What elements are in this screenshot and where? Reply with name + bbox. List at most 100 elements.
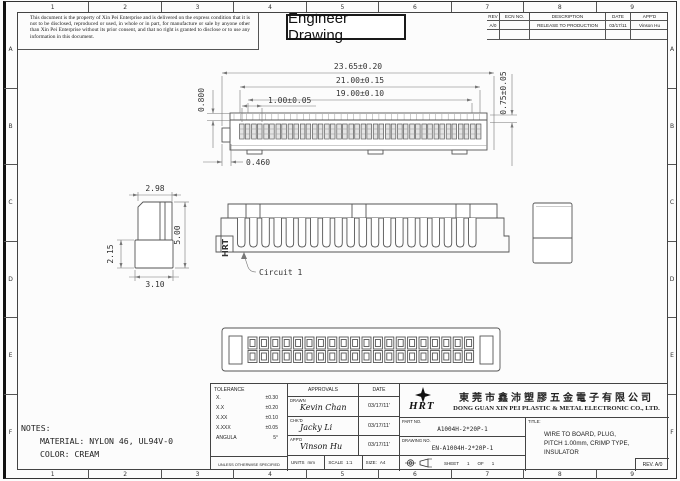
bottom-view-pad — [407, 336, 418, 350]
tolerance-row: ANGULA 5° — [211, 433, 287, 443]
tolerance-row: X.XX±0.10 — [211, 413, 287, 423]
tol-value: ±0.10 — [265, 415, 278, 421]
dimension-0-460: 0.460 — [203, 144, 270, 167]
dimension-5-00: 5.00 — [173, 201, 189, 269]
tolerance-row: X.±0.30 — [211, 393, 287, 403]
empty-cell — [605, 30, 630, 40]
grid-col-label-8: 8 — [523, 2, 595, 12]
dim-right-height-label: 0.75±0.05 — [499, 71, 508, 115]
approval-role: APP'D — [290, 437, 303, 443]
front-view-tooth — [346, 218, 355, 248]
top-view-contact — [451, 123, 457, 140]
arrowhead — [467, 98, 472, 102]
bottom-view-pad — [395, 336, 406, 350]
arrowhead — [211, 120, 215, 126]
top-view-contact — [251, 123, 257, 140]
bottom-view-pad-inner — [260, 352, 267, 361]
top-view-contact — [354, 123, 360, 140]
bottom-view-pad-inner — [352, 339, 359, 347]
top-view-contact — [433, 123, 440, 140]
front-view-tooth — [322, 218, 331, 248]
size-cell: SIZE:A4 — [361, 455, 399, 470]
bottom-view-pad-inner — [420, 352, 427, 361]
top-view-contact — [403, 123, 409, 140]
drawing-no-value: EN-A1004H-2*20P-1 — [431, 445, 494, 452]
bottom-view-pad-inner — [466, 352, 473, 361]
bottom-view-pad — [315, 350, 326, 363]
sheet-of-label: OF — [477, 460, 484, 466]
bottom-view-pad — [281, 350, 292, 363]
bottom-view-pad-inner — [272, 352, 279, 361]
top-view-contact — [281, 123, 287, 140]
title-label: TITLE: — [528, 419, 541, 424]
side-view-upper-body — [137, 201, 173, 241]
arrowhead — [248, 98, 253, 102]
company-logo: HRT — [406, 384, 444, 417]
grid-col-label-4: 4 — [233, 2, 305, 12]
front-view-tooth — [370, 218, 380, 248]
company-names: 東莞市鑫沛塑膠五金電子有限公司 DONG GUAN XIN PEI PLASTI… — [444, 389, 669, 412]
arrowhead — [135, 275, 140, 279]
top-view-contact — [305, 123, 312, 140]
revision-table-header: REV ECN NO. DESCRIPTION DATE APP'D — [487, 12, 668, 21]
projection-frustum-icon — [419, 458, 432, 468]
bottom-view-pad-inner — [374, 339, 381, 347]
grid-row-label-C: C — [4, 164, 17, 241]
grid-row-label-F: F — [668, 393, 676, 471]
bottom-view-pad — [464, 336, 475, 350]
tolerance-row: X.X±0.20 — [211, 403, 287, 413]
top-view-contact — [244, 123, 251, 140]
front-view-tooth — [455, 218, 465, 248]
sheet-label: SHEET — [444, 460, 460, 466]
front-view-tooth — [419, 218, 428, 248]
notes: NOTES: MATERIAL: NYLON 46, UL94V-0 COLOR… — [21, 423, 173, 459]
top-view-contact — [439, 123, 445, 140]
top-view-contact — [458, 123, 464, 140]
end-view-outline — [532, 202, 573, 264]
drawing-no-label: DRAWING NO. — [402, 438, 431, 443]
grid-row-label-C: C — [668, 164, 676, 241]
empty-cell — [499, 30, 529, 40]
arrowhead — [489, 71, 494, 75]
dimension-0-75: 0.75±0.05 — [490, 71, 517, 166]
grid-row-label-E: E — [4, 317, 17, 394]
top-view-contact — [366, 123, 372, 140]
bottom-view-pad — [304, 350, 315, 363]
bottom-view-pad — [464, 350, 475, 363]
dim-side-height-label: 5.00 — [173, 225, 182, 244]
tol-key: ANGULA — [216, 435, 237, 441]
bottom-view-pad — [247, 336, 258, 350]
company-name-cn: 東莞市鑫沛塑膠五金電子有限公司 — [459, 393, 654, 404]
grid-col-label-6: 6 — [378, 2, 450, 12]
front-view-tooth — [468, 218, 477, 248]
bottom-view-pad — [270, 350, 281, 363]
approval-signature: Jacky Li — [300, 422, 333, 432]
sheet-outer-border — [3, 1, 677, 479]
bottom-view-pad — [327, 336, 338, 350]
dimension-23-65: 23.65±0.20 — [221, 62, 495, 150]
tolerance-table: TOLERANCE X.±0.30 X.X±0.20 X.XX±0.10 X.X… — [211, 384, 288, 471]
title-line: WIRE TO BOARD, PLUG, — [544, 431, 616, 438]
front-view-tooth — [358, 218, 368, 248]
grid-row-label-A: A — [669, 46, 675, 54]
bottom-view-pad-inner — [317, 352, 324, 361]
grid-col-label-8: 8 — [523, 470, 595, 479]
grid-row-label-F: F — [4, 393, 17, 471]
arrowhead — [211, 108, 215, 114]
size-value: A4 — [379, 460, 386, 466]
top-view-notch — [367, 149, 384, 155]
tol-value: 5° — [273, 435, 278, 441]
tol-key: X.XXX — [216, 425, 231, 431]
bottom-view-end-slot — [479, 335, 494, 365]
grid-col-label-9: 9 — [595, 470, 668, 479]
front-view-tooth — [285, 218, 295, 248]
arrowhead — [119, 240, 123, 245]
grid-col-label-3: 3 — [160, 2, 233, 12]
approval-signature: Kevin Chan — [300, 403, 347, 412]
approval-role: CHK'D — [290, 417, 303, 423]
approval-role: DRAWN — [290, 398, 306, 403]
circuit-1-label: Circuit 1 — [259, 268, 303, 277]
bottom-view-pad-inner — [386, 339, 393, 347]
